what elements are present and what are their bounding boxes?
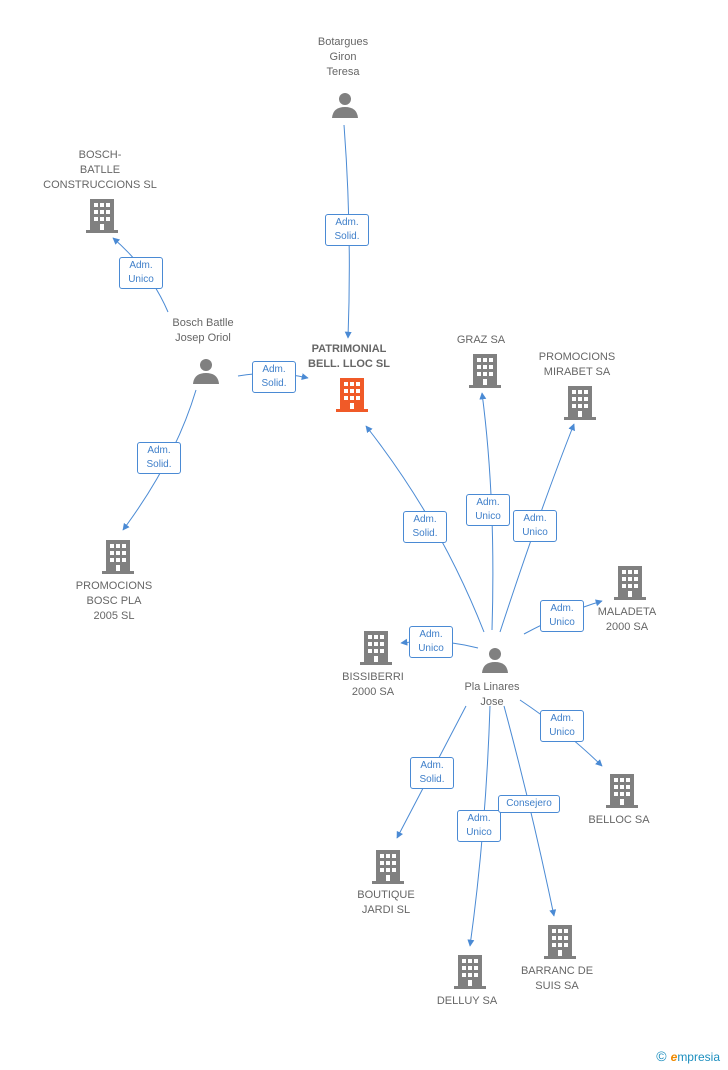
edge-label-pla-bissiberri[interactable]: Adm. Unico <box>409 626 453 658</box>
edge-label-pla-belloc[interactable]: Adm. Unico <box>540 710 584 742</box>
node-label-belloc[interactable]: BELLOC SA <box>588 814 650 826</box>
edge-label-botargues-patrimonial[interactable]: Adm. Solid. <box>325 214 369 246</box>
edge-label-pla-delluy[interactable]: Adm. Unico <box>457 810 501 842</box>
edge-label-bosch-boscpla[interactable]: Adm. Solid. <box>137 442 181 474</box>
empresia-logo[interactable]: ©empresia <box>656 1048 720 1064</box>
node-label-patrimonial[interactable]: PATRIMONIAL BELL. LLOC SL <box>308 343 390 370</box>
node-label-bissiberri[interactable]: BISSIBERRI 2000 SA <box>342 671 404 698</box>
building-icon-barranc[interactable] <box>544 925 576 959</box>
building-icon-bosc-pla[interactable] <box>102 540 134 574</box>
building-icon-patrimonial[interactable] <box>336 378 368 412</box>
edge-label-pla-boutique[interactable]: Adm. Solid. <box>410 757 454 789</box>
node-label-maladeta[interactable]: MALADETA 2000 SA <box>597 606 657 633</box>
brand-name: mpresia <box>677 1050 720 1064</box>
edge-label-pla-patrimonial[interactable]: Adm. Solid. <box>403 511 447 543</box>
edge-label-bosch-construccions[interactable]: Adm. Unico <box>119 257 163 289</box>
node-label-pla-linares[interactable]: Pla Linares Jose <box>464 681 520 708</box>
edge-label-pla-graz[interactable]: Adm. Unico <box>466 494 510 526</box>
node-label-bosc-pla[interactable]: PROMOCIONS BOSC PLA 2005 SL <box>75 580 153 622</box>
person-icon-botargues[interactable] <box>331 91 359 119</box>
copyright-symbol: © <box>656 1048 667 1064</box>
building-icon-graz[interactable] <box>469 354 501 388</box>
building-icon-mirabet[interactable] <box>564 386 596 420</box>
building-icon-delluy[interactable] <box>454 955 486 989</box>
node-label-bosch-construccions[interactable]: BOSCH- BATLLE CONSTRUCCIONS SL <box>43 149 157 191</box>
node-label-bosch-batlle[interactable]: Bosch Batlle Josep Oriol <box>172 317 234 344</box>
edge-label-pla-barranc[interactable]: Consejero <box>498 795 560 813</box>
person-icon-pla-linares[interactable] <box>481 646 509 674</box>
node-label-barranc[interactable]: BARRANC DE SUIS SA <box>520 965 594 992</box>
person-icon-bosch-batlle[interactable] <box>192 357 220 385</box>
edge-label-pla-maladeta[interactable]: Adm. Unico <box>540 600 584 632</box>
building-icon-maladeta[interactable] <box>614 566 646 600</box>
node-label-botargues[interactable]: Botargues Giron Teresa <box>317 36 369 78</box>
building-icon-boutique[interactable] <box>372 850 404 884</box>
building-icon-construccions[interactable] <box>86 199 118 233</box>
node-label-boutique[interactable]: BOUTIQUE JARDI SL <box>357 889 415 916</box>
node-label-mirabet[interactable]: PROMOCIONS MIRABET SA <box>538 351 616 378</box>
building-icon-bissiberri[interactable] <box>360 631 392 665</box>
building-icon-belloc[interactable] <box>606 774 638 808</box>
node-label-graz[interactable]: GRAZ SA <box>456 334 506 346</box>
node-label-delluy[interactable]: DELLUY SA <box>436 995 498 1007</box>
edge-label-bosch-patrimonial[interactable]: Adm. Solid. <box>252 361 296 393</box>
edge-label-pla-mirabet[interactable]: Adm. Unico <box>513 510 557 542</box>
brand-e: e <box>670 1050 678 1064</box>
